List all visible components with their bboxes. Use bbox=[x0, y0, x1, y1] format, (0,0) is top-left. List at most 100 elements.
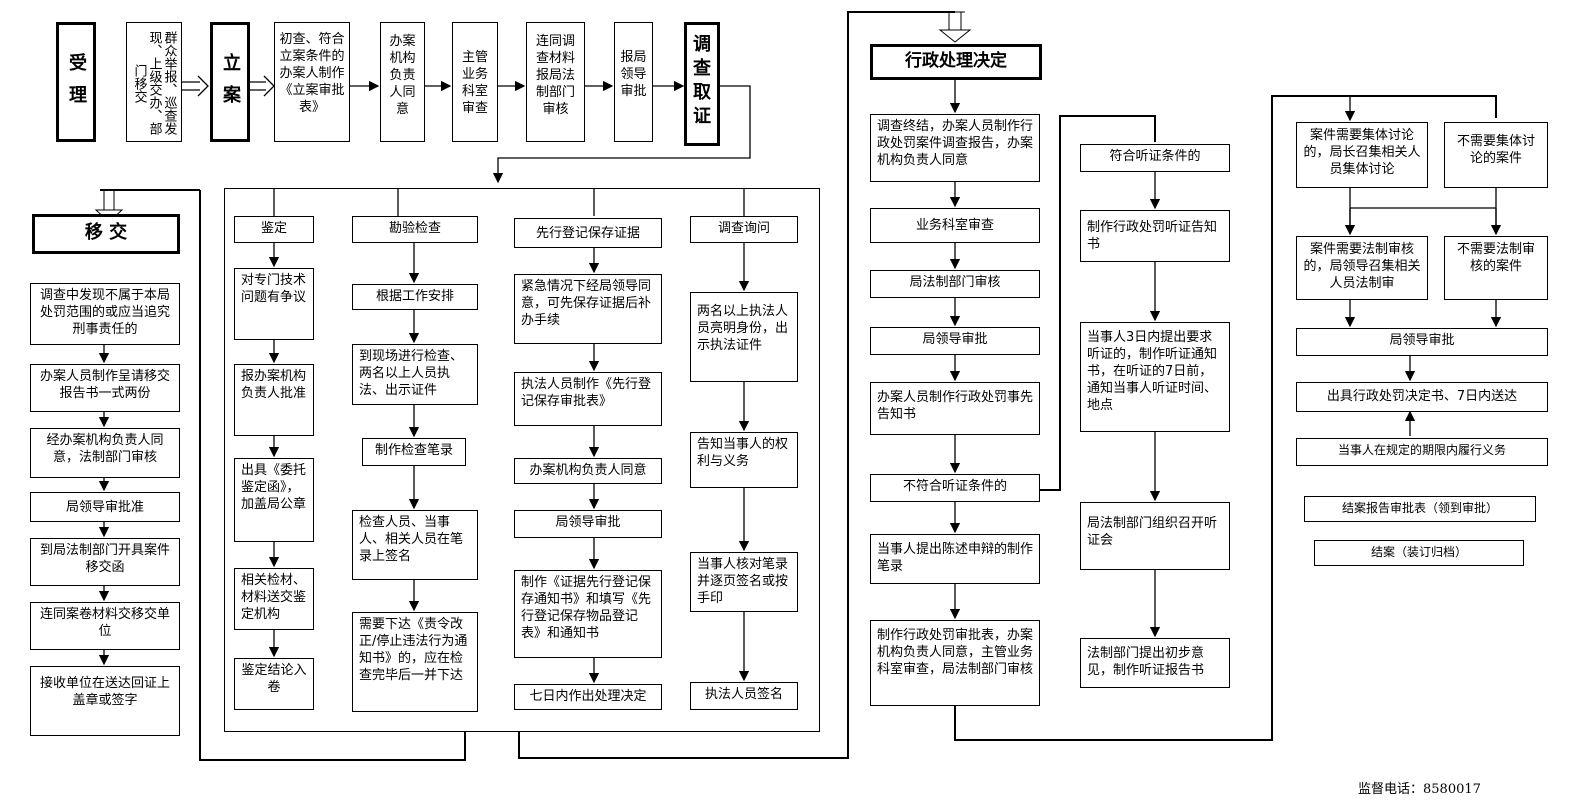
hearing-header: 符合听证条件的 bbox=[1080, 144, 1230, 172]
unit-head-agree-box: 办案机构负责人同意 bbox=[380, 22, 425, 142]
col3-step: 办案机构负责人同意 bbox=[514, 458, 662, 484]
col2-step: 制作检查笔录 bbox=[362, 438, 466, 466]
collective-discussion-label: 案件需要集体讨论的，局长召集相关人员集体讨论 bbox=[1303, 128, 1421, 177]
transfer-title: 移 交 bbox=[32, 214, 180, 254]
col3-step: 制作《证据先行登记保存通知书》和填写《先行登记保存物品登记表》和通知书 bbox=[514, 570, 662, 658]
decision-step-label: 制作行政处罚审批表，办案机构负责人同意，主管业务科室审查，局法制部门审核 bbox=[877, 628, 1034, 677]
col4-step: 当事人核对笔录并逐页签名或按手印 bbox=[690, 552, 798, 612]
transfer-step-label: 调查中发现不属于本局处罚范围的或应当追究刑事责任的 bbox=[39, 288, 170, 337]
col2-step-label: 到现场进行检查、两名以上人员执法、出示证件 bbox=[359, 349, 464, 398]
fulfil-obligation-box: 当事人在规定的期限内履行义务 bbox=[1296, 438, 1548, 466]
transfer-step: 经办案机构负责人同意，法制部门审核 bbox=[30, 428, 180, 478]
col3-step: 七日内作出处理决定 bbox=[514, 684, 662, 710]
col3-step: 紧急情况下经局领导同意，可先保存证据后补办手续 bbox=[514, 274, 662, 344]
transfer-step-label: 办案人员制作呈请移交报告书一式两份 bbox=[39, 369, 170, 401]
transfer-step: 调查中发现不属于本局处罚范围的或应当追究刑事责任的 bbox=[30, 283, 180, 345]
col3-header: 先行登记保存证据 bbox=[514, 218, 662, 248]
col1-step: 对专门技术问题有争议 bbox=[234, 268, 314, 340]
transfer-step-label: 局领导审批准 bbox=[65, 500, 144, 515]
col2-step-label: 制作检查笔录 bbox=[374, 443, 453, 458]
transfer-step: 接收单位在送达回证上盖章或签字 bbox=[30, 666, 180, 736]
col1-header: 鉴定 bbox=[234, 216, 314, 243]
col2-step-label: 检查人员、当事人、相关人员在笔录上签名 bbox=[359, 515, 464, 564]
decision-step-label: 不符合听证条件的 bbox=[902, 479, 1007, 494]
col3-step-label: 七日内作出处理决定 bbox=[529, 689, 647, 704]
col2-header: 勘验检查 bbox=[352, 216, 478, 243]
col1-header-label: 鉴定 bbox=[260, 221, 287, 236]
col3-step-label: 办案机构负责人同意 bbox=[529, 463, 647, 478]
leader-approve-label: 报局领导审批 bbox=[620, 50, 647, 99]
col2-step-label: 需要下达《责令改正/停止违法行为通知书》的，应在检查完毕后一并下达 bbox=[359, 617, 468, 683]
hearing-step-label: 局法制部门组织召开听证会 bbox=[1087, 516, 1218, 548]
transfer-step: 到局法制部门开具案件移交函 bbox=[30, 538, 180, 586]
legal-review-box: 连同调查材料报局法制部门审核 bbox=[526, 22, 585, 142]
col1-step-label: 鉴定结论入卷 bbox=[241, 663, 307, 695]
file-case-label: 立案 bbox=[220, 53, 241, 117]
hearing-step: 当事人3日内提出要求听证的，制作听证通知书，在听证的7日前，通知当事人听证时间、… bbox=[1080, 322, 1230, 432]
investigate-box: 调查取证 bbox=[684, 22, 720, 146]
investigate-label: 调查取证 bbox=[693, 34, 711, 127]
collective-discussion-box: 案件需要集体讨论的，局长召集相关人员集体讨论 bbox=[1296, 122, 1428, 188]
decision-step-label: 调查终结，办案人员制作行政处罚案件调查报告，办案机构负责人同意 bbox=[877, 119, 1034, 168]
col1-step-label: 报办案机构负责人批准 bbox=[241, 369, 307, 401]
leader-approve-box: 报局领导审批 bbox=[614, 22, 653, 142]
col3-step: 执法人员制作《先行登记保存审批表》 bbox=[514, 372, 662, 426]
col1-step: 相关检材、材料送交鉴定机构 bbox=[234, 568, 314, 630]
accept-box: 受理 bbox=[56, 22, 96, 142]
issue-decision-box: 出具行政处罚决定书、7日内送达 bbox=[1296, 382, 1548, 412]
col3-step-label: 执法人员制作《先行登记保存审批表》 bbox=[521, 377, 652, 409]
col4-step: 告知当事人的权利与义务 bbox=[690, 432, 798, 488]
col2-header-label: 勘验检查 bbox=[388, 221, 441, 236]
decision-step: 局法制部门审核 bbox=[870, 270, 1040, 298]
issue-decision-label: 出具行政处罚决定书、7日内送达 bbox=[1326, 389, 1518, 404]
decision-step: 业务科室审查 bbox=[870, 208, 1040, 243]
accept-label: 受理 bbox=[66, 53, 87, 117]
col4-step-label: 当事人核对笔录并逐页签名或按手印 bbox=[697, 557, 789, 606]
col1-step: 鉴定结论入卷 bbox=[234, 658, 314, 710]
col4-step: 执法人员签名 bbox=[690, 682, 798, 710]
legal-review-label: 连同调查材料报局法制部门审核 bbox=[535, 34, 575, 117]
col3-step-label: 紧急情况下经局领导同意，可先保存证据后补办手续 bbox=[521, 279, 652, 328]
closing-report-box: 结案报告审批表（领到审批） bbox=[1304, 496, 1536, 522]
col4-header: 调查询问 bbox=[690, 216, 798, 243]
decision-step-label: 局领导审批 bbox=[922, 332, 988, 347]
final-leader-approve-box: 局领导审批 bbox=[1296, 328, 1548, 356]
legal-review-needed-label: 案件需要法制审核的，局领导召集相关人员法制审 bbox=[1303, 242, 1421, 291]
decision-step: 局领导审批 bbox=[870, 327, 1040, 355]
decision-step: 当事人提出陈述申辩的制作笔录 bbox=[870, 534, 1040, 584]
col4-step-label: 两名以上执法人员亮明身份，出示执法证件 bbox=[697, 304, 789, 353]
transfer-step-label: 接收单位在送达回证上盖章或签字 bbox=[39, 676, 170, 708]
hearing-header-label: 符合听证条件的 bbox=[1109, 149, 1201, 164]
col1-step-label: 相关检材、材料送交鉴定机构 bbox=[241, 573, 307, 622]
col3-step-label: 局领导审批 bbox=[555, 515, 621, 530]
col2-step: 根据工作安排 bbox=[352, 284, 478, 310]
col4-step-label: 执法人员签名 bbox=[704, 687, 783, 702]
transfer-step: 连同案卷材料交移交单位 bbox=[30, 602, 180, 650]
case-close-box: 结案（装订归档） bbox=[1314, 540, 1524, 566]
supervision-phone: 监督电话：8580017 bbox=[1358, 782, 1481, 797]
hearing-step-label: 当事人3日内提出要求听证的，制作听证通知书，在听证的7日前，通知当事人听证时间、… bbox=[1087, 330, 1218, 413]
col1-step-label: 出具《委托鉴定函》，加盖局公章 bbox=[241, 463, 307, 512]
decision-step-label: 局法制部门审核 bbox=[909, 275, 1001, 290]
investigation-panel bbox=[224, 188, 820, 732]
decision-step: 调查终结，办案人员制作行政处罚案件调查报告，办案机构负责人同意 bbox=[870, 114, 1040, 182]
dept-review-box: 主管业务科室审查 bbox=[452, 22, 498, 142]
legal-review-needed-box: 案件需要法制审核的，局领导召集相关人员法制审 bbox=[1296, 236, 1428, 300]
col1-step-label: 对专门技术问题有争议 bbox=[241, 273, 307, 305]
col3-header-label: 先行登记保存证据 bbox=[535, 226, 640, 241]
col2-step: 到现场进行检查、两名以上人员执法、出示证件 bbox=[352, 344, 478, 405]
col4-header-label: 调查询问 bbox=[717, 221, 770, 236]
hearing-step-label: 法制部门提出初步意见，制作听证报告书 bbox=[1087, 646, 1205, 678]
hearing-step: 制作行政处罚听证告知书 bbox=[1080, 210, 1230, 262]
col2-step: 检查人员、当事人、相关人员在笔录上签名 bbox=[352, 510, 478, 580]
decision-step: 办案人员制作行政处罚事先告知书 bbox=[870, 382, 1040, 435]
hearing-step-label: 制作行政处罚听证告知书 bbox=[1087, 220, 1218, 252]
file-case-box: 立案 bbox=[210, 22, 250, 142]
col2-step-label: 根据工作安排 bbox=[375, 289, 454, 304]
transfer-step: 办案人员制作呈请移交报告书一式两份 bbox=[30, 364, 180, 412]
transfer-step-label: 到局法制部门开具案件移交函 bbox=[39, 543, 170, 575]
transfer-step-label: 经办案机构负责人同意，法制部门审核 bbox=[46, 433, 164, 465]
unit-head-agree-label: 办案机构负责人同意 bbox=[389, 34, 416, 117]
